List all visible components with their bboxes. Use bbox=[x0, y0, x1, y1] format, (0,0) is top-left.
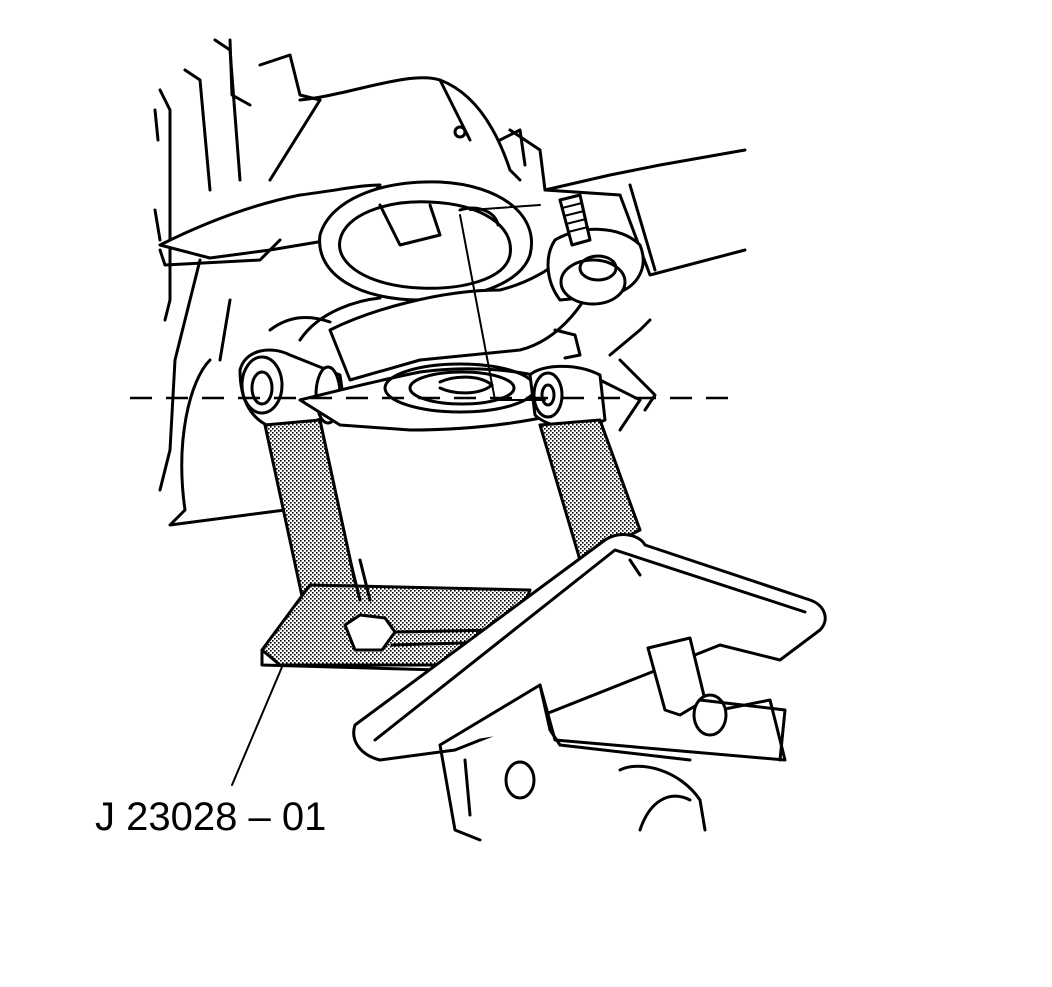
pivot-shaft bbox=[238, 348, 607, 432]
jack-saddle bbox=[352, 533, 827, 842]
tool-callout: J 23028 – 01 bbox=[95, 666, 326, 839]
upper-control-arm bbox=[158, 180, 602, 382]
pivot-centerline bbox=[130, 204, 730, 401]
spring-compressor-tool bbox=[260, 418, 642, 672]
vehicle-frame bbox=[153, 38, 747, 527]
ball-joint bbox=[546, 193, 657, 432]
tool-callout-label: J 23028 – 01 bbox=[95, 795, 326, 839]
